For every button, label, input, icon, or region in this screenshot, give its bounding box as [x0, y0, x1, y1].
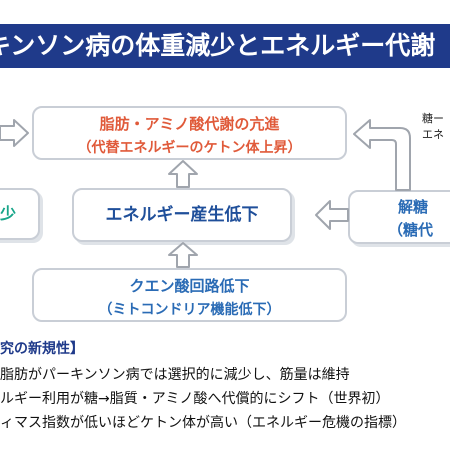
energy-production-box: エネルギー産生低下: [72, 188, 292, 242]
energy-production-label: エネルギー産生低下: [105, 205, 259, 225]
lipid-amino-box: 脂肪・アミノ酸代謝の亢進 （代替エネルギーのケトン体上昇）: [32, 106, 347, 160]
glycolysis-box: 解糖 （糖代: [348, 190, 450, 244]
novelty-bullet-3: ィマス指数が低いほどケトン体が高い（エネルギー危機の指標）: [0, 415, 406, 431]
glycolysis-line1: 解糖: [398, 198, 429, 216]
tca-line1: クエン酸回路低下: [129, 277, 250, 295]
left-partial-label: 少: [0, 204, 16, 223]
glycolysis-line2: （糖代: [388, 221, 434, 239]
novelty-heading: 究の新規性】: [0, 341, 84, 357]
tca-box: クエン酸回路低下 （ミトコンドリア機能低下）: [32, 268, 347, 322]
side-note-line2: エネ: [422, 128, 444, 141]
novelty-bullet-1: 脂肪がパーキンソン病では選択的に減少し、筋量は維持: [0, 367, 350, 383]
novelty-bullet-2: ルギー利用が糖→脂質・アミノ酸へ代償的にシフト（世界初）: [0, 391, 390, 407]
left-right-arrow: [0, 119, 29, 147]
lipid-amino-line1: 脂肪・アミノ酸代謝の亢進: [99, 115, 280, 133]
up-arrow-tca-to-energy: [168, 242, 198, 268]
left-partial-box: 少: [0, 188, 40, 240]
lipid-amino-line2: （代替エネルギーのケトン体上昇）: [77, 140, 302, 156]
tca-line2: （ミトコンドリア機能低下）: [98, 302, 281, 318]
title-bar: キンソン病の体重減少とエネルギー代謝: [0, 24, 450, 68]
page-title: キンソン病の体重減少とエネルギー代謝: [0, 31, 436, 60]
side-note-line1: 糖ー: [422, 112, 444, 125]
left-arrow-glycolysis-to-energy: [315, 200, 349, 230]
curved-arrow-to-lipid: [353, 119, 411, 191]
up-arrow-energy-to-lipid: [168, 160, 198, 188]
